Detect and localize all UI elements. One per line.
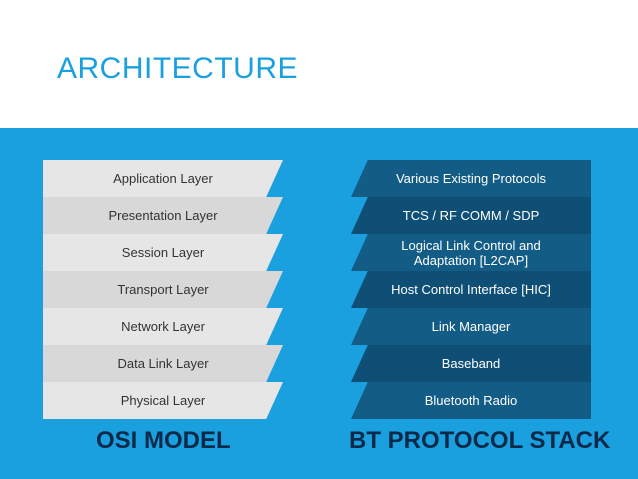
bt-layer-tcs-rfcomm-sdp: TCS / RF COMM / SDP	[351, 197, 591, 234]
osi-model-caption: OSI MODEL	[96, 427, 231, 454]
bt-layer-link-manager: Link Manager	[351, 308, 591, 345]
bt-layer-baseband: Baseband	[351, 345, 591, 382]
title-area: ARCHITECTURE	[0, 0, 638, 128]
bt-layer-bluetooth-radio: Bluetooth Radio	[351, 382, 591, 419]
osi-layer-session: Session Layer	[43, 234, 283, 271]
osi-layer-physical: Physical Layer	[43, 382, 283, 419]
osi-layer-presentation: Presentation Layer	[43, 197, 283, 234]
bt-stack-caption: BT PROTOCOL STACK	[349, 427, 611, 454]
bt-protocol-stack: Various Existing Protocols TCS / RF COMM…	[351, 160, 591, 419]
osi-model-stack: Application Layer Presentation Layer Ses…	[43, 160, 283, 419]
bt-layer-existing-protocols: Various Existing Protocols	[351, 160, 591, 197]
bt-layer-hci: Host Control Interface [HIC]	[351, 271, 591, 308]
bt-layer-l2cap: Logical Link Control and Adaptation [L2C…	[351, 234, 591, 271]
osi-layer-application: Application Layer	[43, 160, 283, 197]
slide-title: ARCHITECTURE	[57, 52, 299, 85]
osi-layer-network: Network Layer	[43, 308, 283, 345]
osi-layer-transport: Transport Layer	[43, 271, 283, 308]
osi-layer-data-link: Data Link Layer	[43, 345, 283, 382]
